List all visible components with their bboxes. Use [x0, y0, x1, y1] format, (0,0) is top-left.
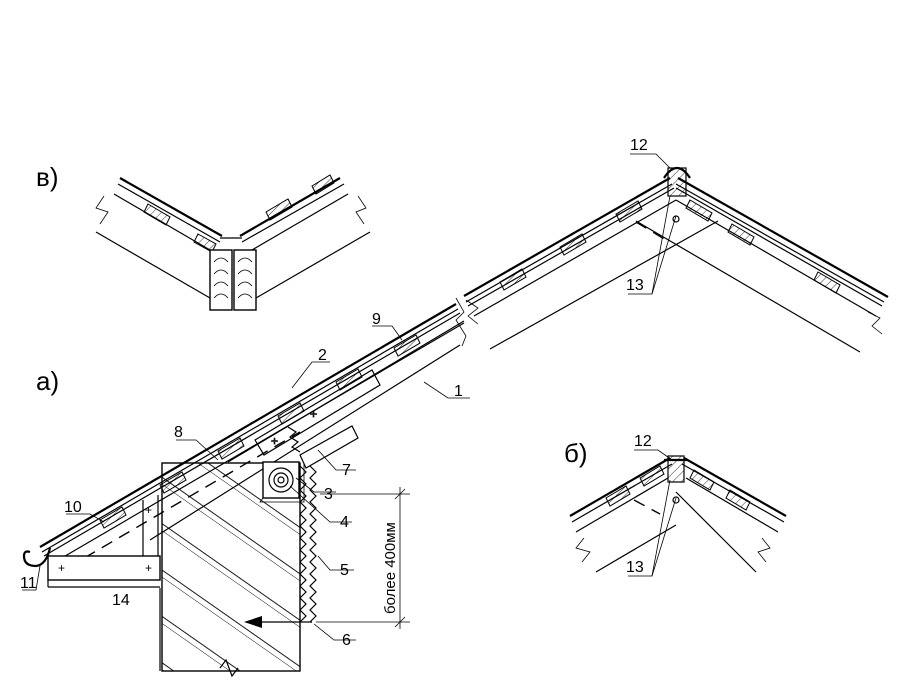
callout-11: 11 — [20, 575, 37, 592]
callout-4: 4 — [340, 514, 349, 531]
callout-8: 8 — [174, 424, 183, 441]
svg-text:+: + — [310, 407, 317, 421]
upper-slope-and-ridge — [463, 166, 889, 353]
ridge-detail-view — [569, 455, 787, 573]
view-label-b: б) — [564, 438, 588, 468]
dimension-text: более 400мм — [382, 522, 399, 614]
callout-3: 3 — [324, 486, 333, 503]
callout-2: 2 — [318, 347, 327, 364]
dimension-line: более 400мм — [316, 487, 410, 629]
rafter-splice-boards: + + — [254, 369, 381, 469]
eaves-framing: + + + — [47, 495, 161, 588]
callout-9: 9 — [372, 311, 381, 328]
svg-text:+: + — [145, 503, 152, 517]
valley-detail-view — [95, 174, 371, 311]
callout-12-main: 12 — [630, 137, 648, 154]
ventilation-arrow — [244, 616, 312, 628]
view-label-a: а) — [36, 366, 59, 396]
callout-7: 7 — [342, 462, 351, 479]
svg-text:+: + — [58, 561, 65, 575]
callout-10: 10 — [64, 499, 82, 516]
waterproofing-zigzag — [299, 465, 317, 623]
main-section-view: + + + — [22, 166, 889, 678]
gutter — [22, 547, 52, 568]
callout-5: 5 — [340, 562, 349, 579]
svg-text:+: + — [145, 561, 152, 575]
callout-13-main: 13 — [626, 277, 644, 294]
svg-text:+: + — [271, 434, 278, 448]
callout-13-b: 13 — [626, 559, 644, 576]
callout-12-b: 12 — [634, 433, 652, 450]
callout-6: 6 — [342, 632, 351, 649]
wall-plate — [259, 461, 305, 503]
callout-14: 14 — [112, 592, 130, 609]
left-slope-covering — [39, 303, 465, 567]
callout-1: 1 — [454, 383, 463, 400]
view-label-v: в) — [36, 162, 58, 192]
leader-lines — [22, 153, 677, 641]
labels: в) а) б) 1 2 3 4 5 6 7 8 9 10 11 14 12 1… — [20, 137, 652, 649]
